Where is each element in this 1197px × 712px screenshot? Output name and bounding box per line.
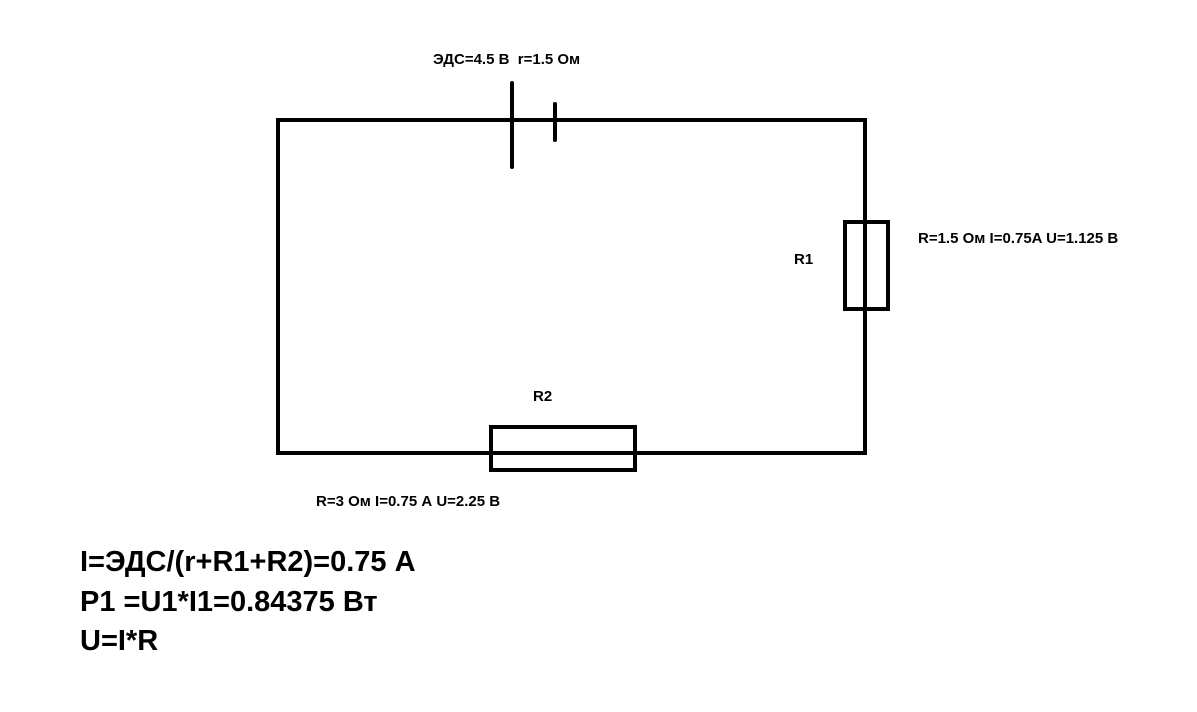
resistor-r2 <box>489 425 637 472</box>
battery-label: ЭДС=4.5 В r=1.5 Ом <box>433 51 580 68</box>
r1-info-label: R=1.5 Ом I=0.75A U=1.125 В <box>918 230 1118 247</box>
r2-info-label: R=3 Ом I=0.75 А U=2.25 В <box>316 493 500 510</box>
battery-symbol <box>510 81 557 169</box>
formula-current: I=ЭДС/(r+R1+R2)=0.75 А <box>80 546 416 578</box>
resistor-r1 <box>843 220 890 311</box>
r1-name-label: R1 <box>794 251 813 268</box>
formula-ohms-law: U=I*R <box>80 625 159 657</box>
r2-name-label: R2 <box>533 388 552 405</box>
formula-power: P1 =U1*I1=0.84375 Вт <box>80 586 378 618</box>
circuit-wire-loop <box>276 118 867 455</box>
